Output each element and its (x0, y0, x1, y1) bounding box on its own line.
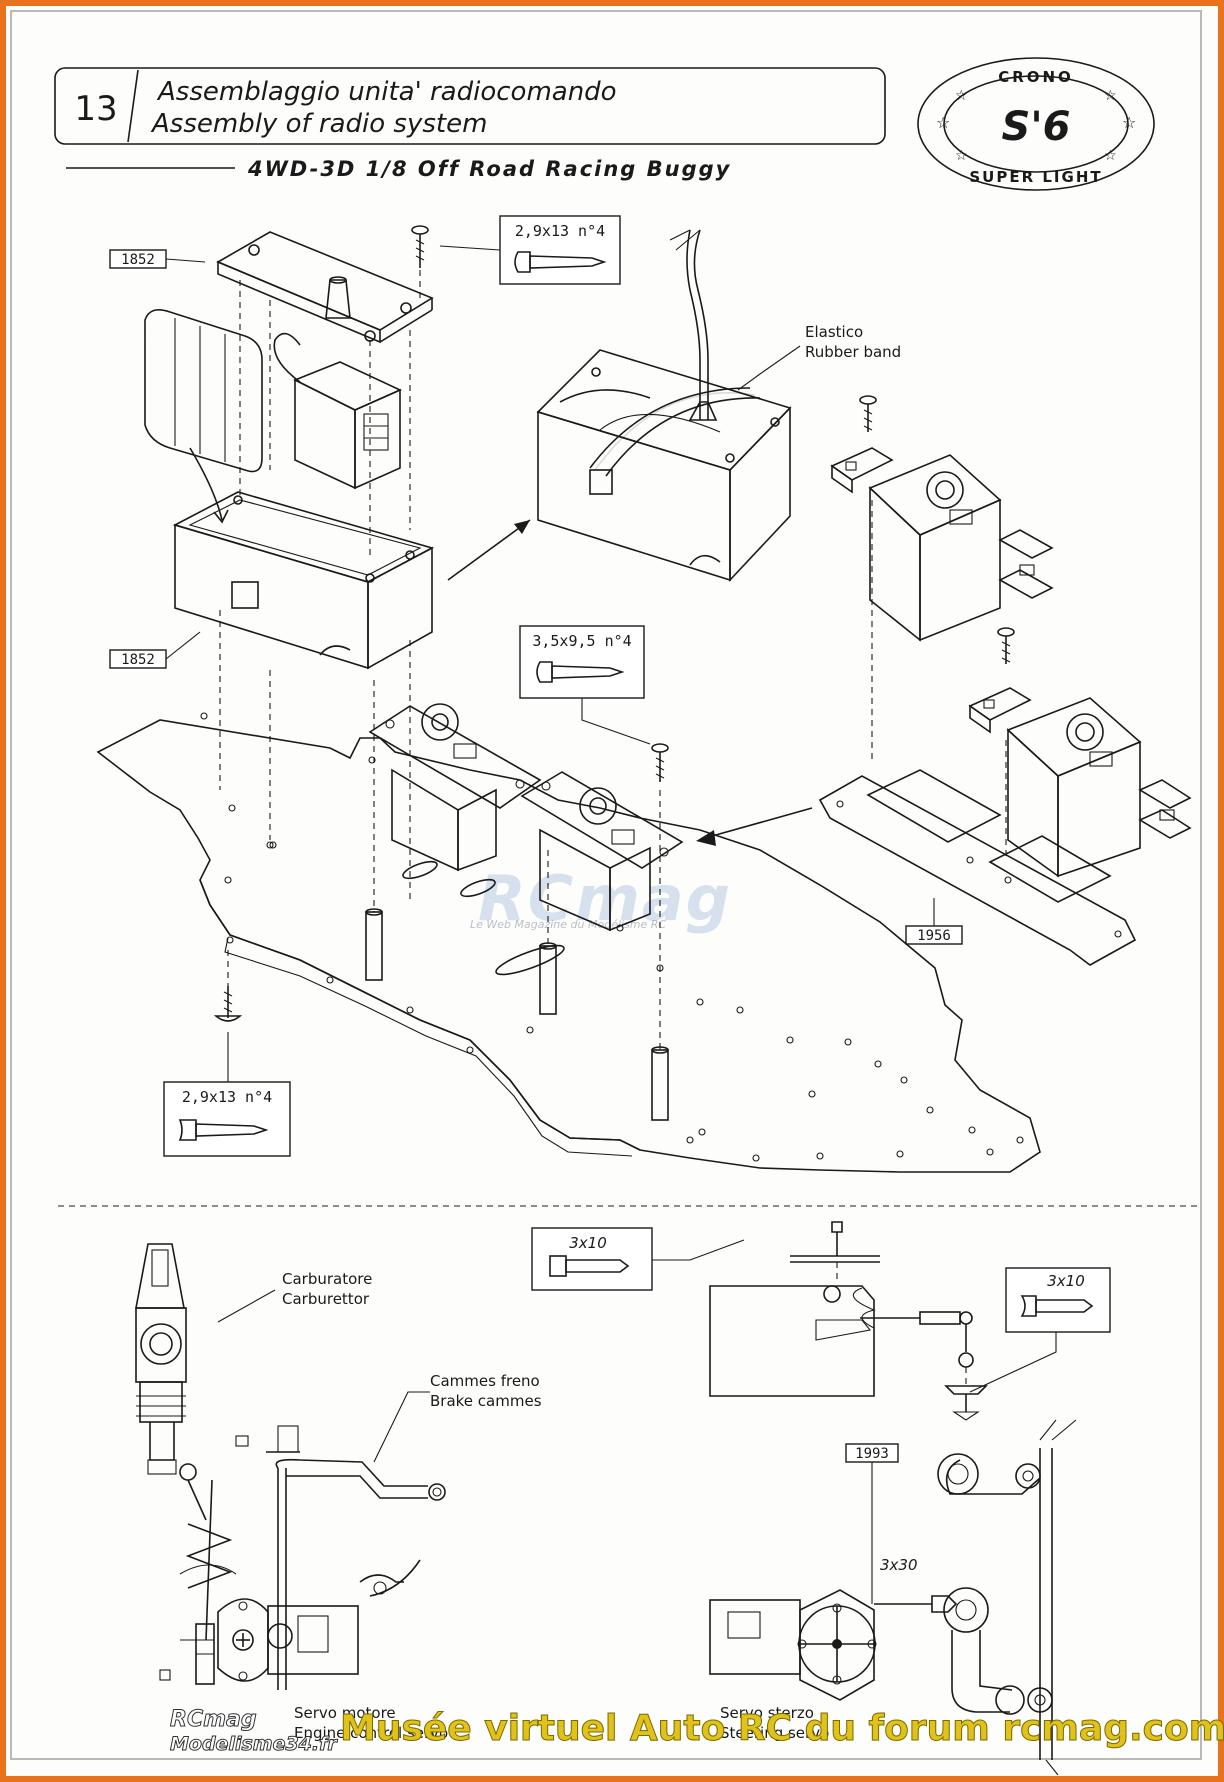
badge-top-text: CRONO (998, 68, 1074, 86)
screw-spec-chassis: 2,9x13 n°4 (182, 1088, 272, 1106)
screw-spec-top: 2,9x13 n°4 (515, 222, 605, 240)
screw-callout-3x10-right: 3x10 (969, 1267, 1111, 1393)
throttle-servo (830, 395, 1054, 760)
carburettor (135, 1243, 187, 1475)
throttle-linkage (159, 1463, 237, 1685)
steer-servo-label-it: Servo sterzo (720, 1704, 814, 1722)
radio-box-lid (216, 231, 434, 344)
assembled-radio-box (536, 229, 792, 583)
steering-servo-assembly (709, 1589, 958, 1701)
badge-bottom-text: SUPER LIGHT (969, 168, 1102, 186)
corner-watermark-line2: Modelisme34.fr (170, 1733, 338, 1756)
elastic-label-en: Rubber band (805, 343, 901, 361)
brake-label-it: Cammes freno (430, 1372, 540, 1390)
star-icon: ☆ (1122, 113, 1136, 132)
part-label-box: 1852 (121, 652, 155, 668)
header-title-box: 13 Assemblaggio unita' radiocomando Asse… (54, 67, 886, 145)
screw-callout-3x10-left: 3x10 (531, 1227, 745, 1291)
carb-label-en: Carburettor (282, 1290, 370, 1308)
battery-pack (144, 309, 263, 524)
model-subtitle: 4WD-3D 1/8 Off Road Racing Buggy (247, 157, 731, 181)
page-inner-border (10, 10, 1202, 1760)
brake-cam-rod (235, 1425, 446, 1690)
brake-label-en: Brake cammes (430, 1392, 542, 1410)
badge-center-text: S'6 (1002, 104, 1071, 150)
screw-spec-3x10-left: 3x10 (569, 1234, 607, 1252)
engine-servo-label-en: Engine control servo (294, 1724, 448, 1742)
part-label-plate: 1956 (917, 928, 951, 944)
screw-spec-3x10-right: 3x10 (1047, 1272, 1085, 1290)
chassis-plate (96, 712, 1041, 1173)
box-screw (411, 225, 429, 300)
star-icon: ☆ (936, 113, 950, 132)
corner-watermark: RCmag Modelisme34.fr (170, 1707, 338, 1756)
corner-watermark-line1: RCmag (170, 1707, 258, 1732)
screw-callout-chassis: 2,9x13 n°4 (163, 1032, 291, 1157)
arrow-icon (514, 520, 530, 534)
star-icon: ☆ (1104, 88, 1117, 104)
center-watermark-logo: RCmag (478, 862, 733, 935)
bottom-watermark-caption: Musée virtuel Auto RC du forum rcmag.com (340, 1708, 1224, 1750)
screw-spec-servo: 3,5x9,5 n°4 (532, 632, 631, 650)
elastic-label-it: Elastico (805, 323, 863, 341)
rod-length-label: 3x30 (880, 1556, 918, 1574)
title-english: Assembly of radio system (150, 109, 487, 139)
star-icon: ☆ (955, 88, 968, 104)
engine-servo-label-it: Servo motore (294, 1704, 396, 1722)
engine-control-servo (217, 1598, 359, 1682)
receiver-unit (273, 332, 402, 490)
part-label-lid: 1852 (121, 252, 155, 268)
steering-servo (968, 627, 1192, 878)
chassis-mounted-servos (368, 703, 684, 932)
star-icon: ☆ (955, 148, 968, 164)
steer-servo-label-en: Steering servo (720, 1724, 829, 1742)
servo-plate (818, 769, 1137, 966)
carb-label-it: Carburatore (282, 1270, 372, 1288)
chassis-screw (213, 950, 243, 1022)
steering-ball-link (709, 1221, 988, 1421)
step-number: 13 (74, 89, 117, 129)
title-italian: Assemblaggio unita' radiocomando (156, 77, 617, 107)
radio-box (172, 491, 435, 670)
star-icon: ☆ (1104, 148, 1117, 164)
servo-screw (651, 743, 669, 782)
screw-callout-top: 2,9x13 n°4 (439, 215, 621, 285)
crono-badge: CRONO S'6 SUPER LIGHT ☆ ☆ ☆ ☆ ☆ ☆ (917, 57, 1155, 191)
steering-bellcrank (937, 1419, 1077, 1776)
screw-callout-servo: 3,5x9,5 n°4 (519, 625, 651, 745)
part-label-rod: 1993 (855, 1446, 889, 1462)
